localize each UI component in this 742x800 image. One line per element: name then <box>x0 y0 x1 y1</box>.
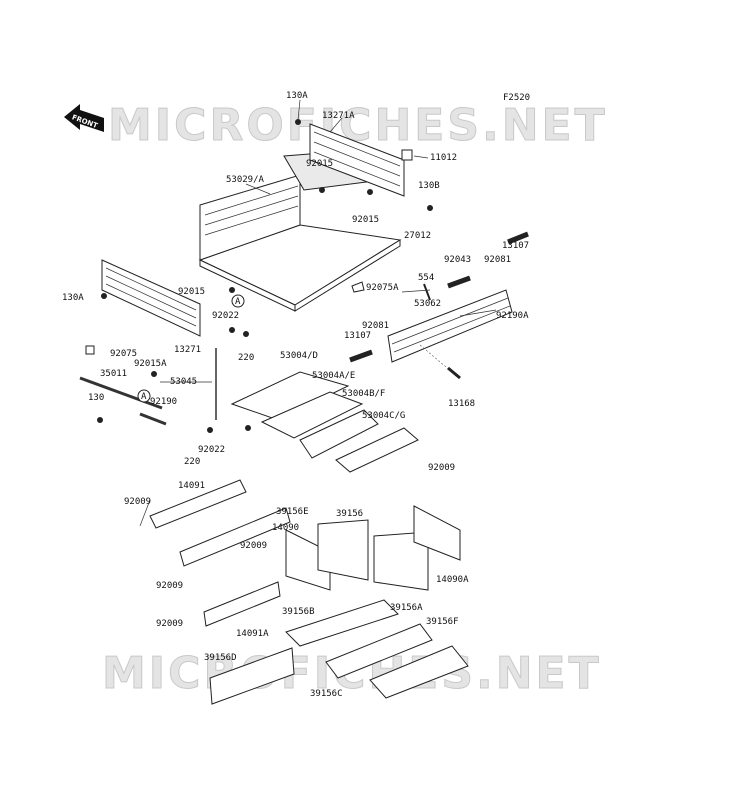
callout-9: 92043 <box>444 255 471 265</box>
tail-gate-53062 <box>387 289 513 363</box>
callout-31: A <box>141 392 147 402</box>
callout-13: 92075A <box>366 283 399 293</box>
leader-lines <box>139 99 497 527</box>
callout-20: 13107 <box>344 331 371 341</box>
callout-labels: 130A 13271A 11012 92015 53029/A 130B 920… <box>62 91 529 699</box>
callout-28: 35011 <box>100 369 127 379</box>
callout-10: 92081 <box>484 255 511 265</box>
callout-34: 53004C/G <box>362 411 405 421</box>
side-panel-13271a <box>309 123 405 197</box>
callout-1: 130A <box>286 91 308 101</box>
callout-51: 39156F <box>426 617 459 627</box>
callout-45: 92009 <box>156 581 183 591</box>
callout-41: 39156E <box>276 507 309 517</box>
callout-12: 554 <box>418 273 434 283</box>
bolts <box>85 119 433 433</box>
callout-52: 39156D <box>204 653 237 663</box>
callout-19: 13271 <box>174 345 201 355</box>
callout-50: 14091A <box>236 629 269 639</box>
callout-30: 53004B/F <box>342 389 385 399</box>
callout-38: 92009 <box>124 497 151 507</box>
callout-37: 92022 <box>198 445 225 455</box>
diagram-code: F2520 <box>503 93 530 103</box>
callout-40: 14091 <box>178 481 205 491</box>
callout-47: 39156A <box>390 603 423 613</box>
callout-53: 39156C <box>310 689 343 699</box>
callout-48: 92009 <box>156 619 183 629</box>
cargo-bed-shape <box>198 149 402 312</box>
callout-39: 92009 <box>428 463 455 473</box>
side-panel-13271 <box>101 259 201 337</box>
callout-23: 220 <box>238 353 254 363</box>
callout-43: 14090 <box>272 523 299 533</box>
callout-32: 130 <box>88 393 104 403</box>
watermark-top: MICROFICHES.NET <box>108 100 608 151</box>
callout-3: 11012 <box>430 153 457 163</box>
callout-35: 13168 <box>448 399 475 409</box>
callout-6: 130B <box>418 181 440 191</box>
front-arrow-icon: FRONT <box>64 104 104 132</box>
callout-16: 130A <box>62 293 84 303</box>
callout-7: 92015 <box>352 215 379 225</box>
callout-49: 39156B <box>282 607 315 617</box>
callout-44: 92009 <box>240 541 267 551</box>
floor-mats <box>230 371 419 473</box>
callout-11: 13107 <box>502 241 529 251</box>
callout-26: 92015A <box>134 359 167 369</box>
callout-18: 92022 <box>212 311 239 321</box>
callout-4: 92015 <box>306 159 333 169</box>
callout-8: 27012 <box>404 231 431 241</box>
callout-33: 92190 <box>150 397 177 407</box>
callout-36: 220 <box>184 457 200 467</box>
callout-2: 13271A <box>322 111 355 121</box>
callout-15: 92190A <box>496 311 529 321</box>
callout-42: 39156 <box>336 509 363 519</box>
callout-46: 14090A <box>436 575 469 585</box>
callout-14: 53062 <box>414 299 441 309</box>
lower-panels <box>149 479 469 705</box>
callout-17: 92015 <box>178 287 205 297</box>
callout-29: 53045 <box>170 377 197 387</box>
pins <box>79 231 529 426</box>
callout-5: 53029/A <box>226 175 265 185</box>
callout-27: 53004A/E <box>312 371 355 381</box>
callout-25: 92075 <box>110 349 137 359</box>
callout-21: 92081 <box>362 321 389 331</box>
callout-22: A <box>235 297 241 307</box>
callout-24: 53004/D <box>280 351 318 361</box>
